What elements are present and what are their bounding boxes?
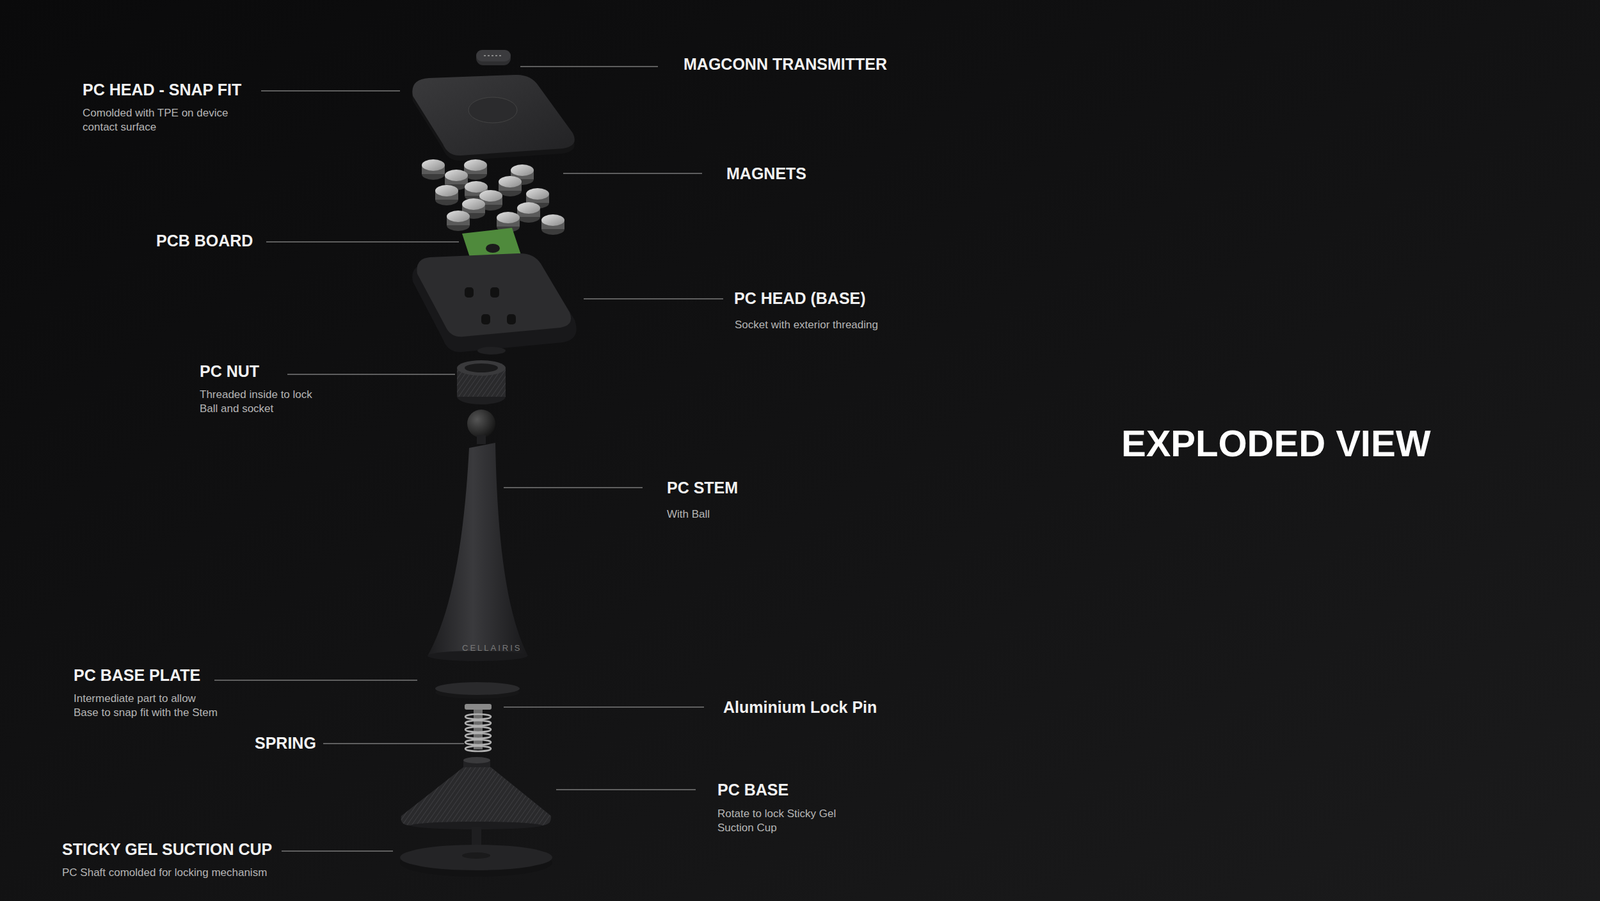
part-name: PC BASE bbox=[717, 780, 789, 800]
part-name: PCB BOARD bbox=[156, 231, 253, 251]
part-note: PC Shaft comolded for locking mechanism bbox=[62, 865, 319, 880]
part-name: PC HEAD - SNAP FIT bbox=[82, 80, 242, 100]
part-name: MAGCONN TRANSMITTER bbox=[683, 54, 888, 74]
part-note: Intermediate part to allow Base to snap … bbox=[73, 691, 220, 720]
brand-mark: CELLAIRIS bbox=[462, 643, 522, 654]
part-note: Threaded inside to lock Ball and socket bbox=[199, 387, 328, 416]
part-name: PC NUT bbox=[199, 361, 260, 381]
part-name: STICKY GEL SUCTION CUP bbox=[62, 839, 272, 859]
part-note: With Ball bbox=[666, 507, 795, 522]
part-name: MAGNETS bbox=[726, 163, 807, 184]
part-name: PC BASE PLATE bbox=[73, 665, 201, 685]
part-name: PC STEM bbox=[666, 478, 738, 498]
part-note: Rotate to lock Sticky Gel Suction Cup bbox=[717, 807, 856, 836]
part-name: PC HEAD (BASE) bbox=[734, 288, 866, 308]
part-note: Comolded with TPE on device contact surf… bbox=[82, 106, 237, 135]
part-note: Socket with exterior threading bbox=[734, 318, 927, 333]
diagram-title: EXPLODED VIEW bbox=[1121, 421, 1431, 466]
part-name: Aluminium Lock Pin bbox=[723, 697, 877, 717]
part-name: SPRING bbox=[254, 733, 317, 753]
